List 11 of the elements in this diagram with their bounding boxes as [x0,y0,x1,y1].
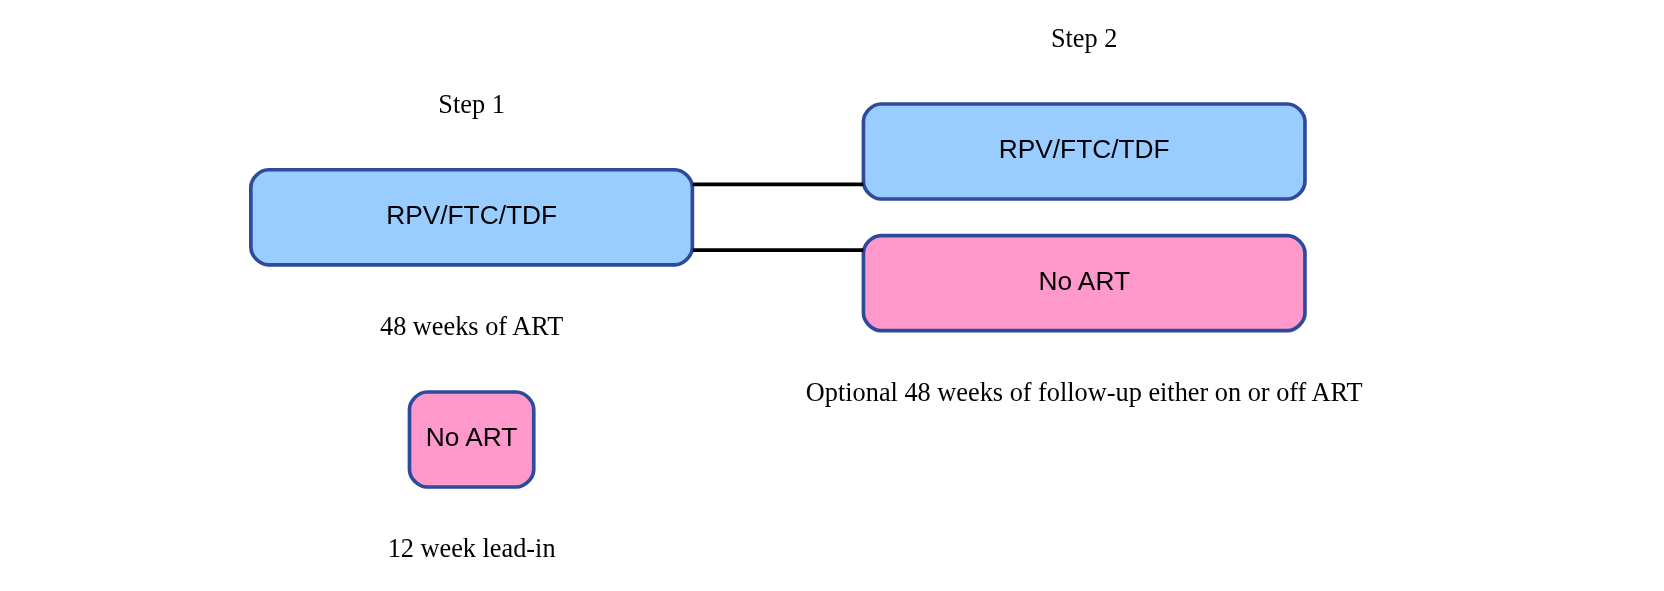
node-box: RPV/FTC/TDF [249,167,695,267]
node-box: No ART [407,390,536,489]
connector [692,182,864,187]
node-box: RPV/FTC/TDF [861,102,1307,201]
label: 12 week lead-in [387,534,556,564]
label: Optional 48 weeks of follow-up either on or off ART [805,377,1363,407]
node-box: No ART [861,233,1307,333]
connector [692,248,864,252]
label: Step 2 [1050,23,1118,53]
label: Step 1 [438,89,505,119]
label: 48 weeks of ART [380,311,564,341]
